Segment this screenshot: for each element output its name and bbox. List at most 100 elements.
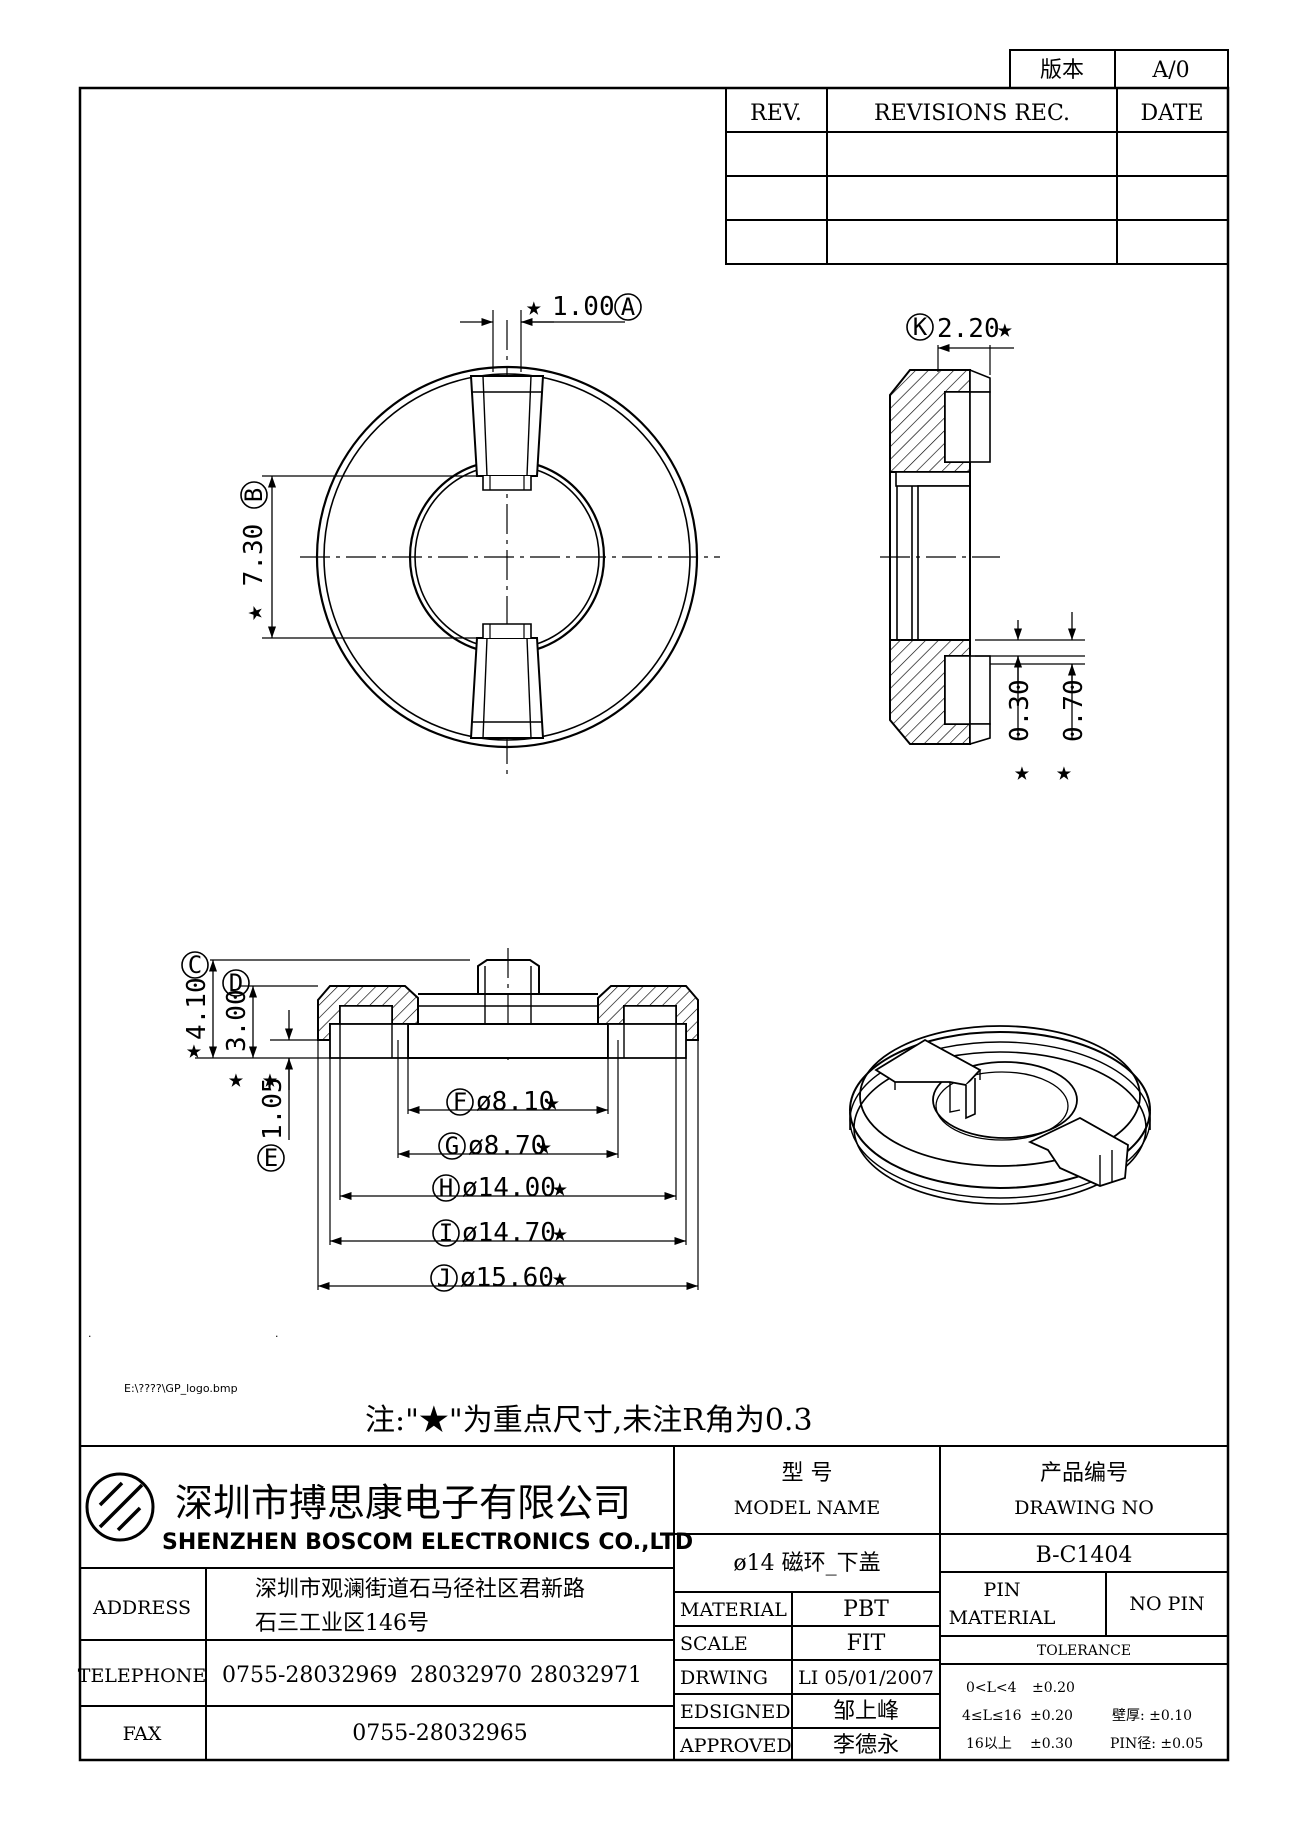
drwing-label: DRWING	[680, 1667, 768, 1689]
dim-a-balloon	[614, 293, 642, 321]
dia-g-label: G	[445, 1132, 459, 1160]
drawing-note: 注:"★"为重点尺寸,未注R角为0.3	[365, 1403, 813, 1438]
dim-e-star: ★	[262, 1064, 278, 1094]
company-name-cn: 深圳市搏思康电子有限公司	[175, 1481, 631, 1525]
dim-030-value: 0.30	[1005, 679, 1035, 742]
dim-e-label: E	[264, 1144, 278, 1172]
mark-dot: ·	[88, 1330, 92, 1343]
dia-h-balloon	[432, 1174, 460, 1202]
model-label-cn: 型 号	[782, 1461, 833, 1486]
telephone-2: 28032970	[410, 1663, 522, 1688]
dim-b-value: 7.30	[239, 524, 269, 587]
tol-range-3: 16以上	[966, 1736, 1012, 1752]
drawing-label-en: DRAWING NO	[1014, 1497, 1154, 1519]
telephone-1: 0755-28032969	[222, 1663, 397, 1688]
tolerance-label: TOLERANCE	[1037, 1643, 1131, 1659]
telephone-3: 28032971	[530, 1663, 642, 1688]
telephone-label: TELEPHONE	[78, 1665, 206, 1687]
dim-e-balloon	[257, 1144, 285, 1172]
tol-value-1: ±0.20	[1032, 1680, 1075, 1696]
dia-j-label: J	[437, 1264, 451, 1292]
dim-k-star: ★	[997, 314, 1013, 344]
dia-f-balloon	[446, 1088, 474, 1116]
address-label: ADDRESS	[92, 1597, 191, 1619]
dim-d-label: D	[229, 969, 243, 997]
dim-c-star: ★	[186, 1035, 202, 1065]
version-value: A/0	[1151, 58, 1189, 83]
dim-b-star: ★	[239, 605, 269, 621]
dim-070-star: ★	[1056, 757, 1072, 787]
dim-e-value: 1.05	[258, 1077, 288, 1140]
tol-wall: 壁厚: ±0.10	[1112, 1708, 1192, 1724]
address-line1: 深圳市观澜街道石马径社区君新路	[255, 1577, 585, 1602]
dim-030-star: ★	[1014, 757, 1030, 787]
drwing-value: LI 05/01/2007	[798, 1667, 934, 1689]
dim-a-label: A	[621, 293, 636, 321]
pin-value: NO PIN	[1129, 1593, 1204, 1615]
mark-dot: ·	[275, 1330, 279, 1343]
fax-label: FAX	[123, 1723, 162, 1745]
dim-d-star: ★	[228, 1064, 244, 1094]
tol-value-3: ±0.30	[1030, 1736, 1073, 1752]
dia-g-value: ø8.70	[468, 1131, 546, 1161]
dim-a-value: 1.00	[552, 292, 615, 322]
dia-h-star: ★	[552, 1173, 568, 1203]
dia-i-label: I	[439, 1219, 453, 1247]
logo-path: E:\????\GP_logo.bmp	[124, 1382, 238, 1395]
dia-g-star: ★	[536, 1131, 552, 1161]
revision-table	[725, 87, 1229, 265]
dim-c-label: C	[188, 951, 202, 979]
dim-070-value: 0.70	[1059, 679, 1089, 742]
scale-value: FIT	[847, 1631, 886, 1656]
dim-d-value: 3.00	[222, 989, 252, 1052]
material-value: PBT	[843, 1597, 889, 1622]
dim-k-value: 2.20	[937, 314, 1000, 344]
drawing-label-cn: 产品编号	[1040, 1461, 1128, 1486]
isometric-view	[849, 1025, 1151, 1205]
model-label-en: MODEL NAME	[734, 1497, 880, 1519]
tol-value-2: ±0.20	[1030, 1708, 1073, 1724]
front-section-view	[195, 948, 699, 1291]
dia-g-balloon	[438, 1132, 466, 1160]
dia-h-value: ø14.00	[462, 1173, 556, 1203]
dia-f-label: F	[453, 1088, 467, 1116]
dim-k-label: K	[913, 313, 928, 341]
approved-value: 李德永	[833, 1733, 899, 1758]
date-header: DATE	[1140, 101, 1203, 126]
drawing-value: B-C1404	[1036, 1543, 1133, 1568]
company-logo	[85, 1472, 155, 1542]
dim-b-balloon	[240, 481, 268, 509]
address-line2: 石三工业区146号	[255, 1611, 429, 1636]
title-block	[80, 1445, 1228, 1760]
tol-range-2: 4≤L≤16	[962, 1708, 1022, 1724]
model-value: ø14 磁环_下盖	[733, 1551, 880, 1576]
approved-label: APPROVED	[679, 1735, 792, 1757]
edsigned-value: 邹上峰	[833, 1699, 899, 1724]
version-label: 版本	[1040, 58, 1084, 83]
dia-i-value: ø14.70	[462, 1218, 556, 1248]
edsigned-label: EDSIGNED	[680, 1701, 791, 1723]
company-name-en: SHENZHEN BOSCOM ELECTRONICS CO.,LTD	[162, 1530, 693, 1555]
revisions-rec-header: REVISIONS REC.	[874, 101, 1070, 126]
version-box: 版本 A/0	[1009, 49, 1229, 89]
dim-a-star: ★	[526, 292, 542, 322]
dim-d-balloon	[222, 969, 250, 997]
scale-label: SCALE	[680, 1633, 748, 1655]
dia-f-value: ø8.10	[476, 1087, 554, 1117]
dia-j-value: ø15.60	[460, 1263, 554, 1293]
top-view	[262, 310, 720, 775]
tol-pin: PIN径: ±0.05	[1110, 1736, 1203, 1752]
fax-value: 0755-28032965	[352, 1721, 527, 1746]
dia-i-star: ★	[552, 1218, 568, 1248]
dim-c-balloon	[181, 951, 209, 979]
dia-j-star: ★	[552, 1263, 568, 1293]
rev-header: REV.	[750, 101, 802, 126]
tol-range-1: 0<L<4	[966, 1680, 1017, 1696]
pin-label: PIN	[984, 1579, 1021, 1601]
dim-k-balloon	[906, 313, 934, 341]
dim-c-value: 4.10	[182, 977, 212, 1040]
material-label: MATERIAL	[680, 1599, 787, 1621]
dia-j-balloon	[430, 1264, 458, 1292]
dia-h-label: H	[439, 1174, 453, 1202]
